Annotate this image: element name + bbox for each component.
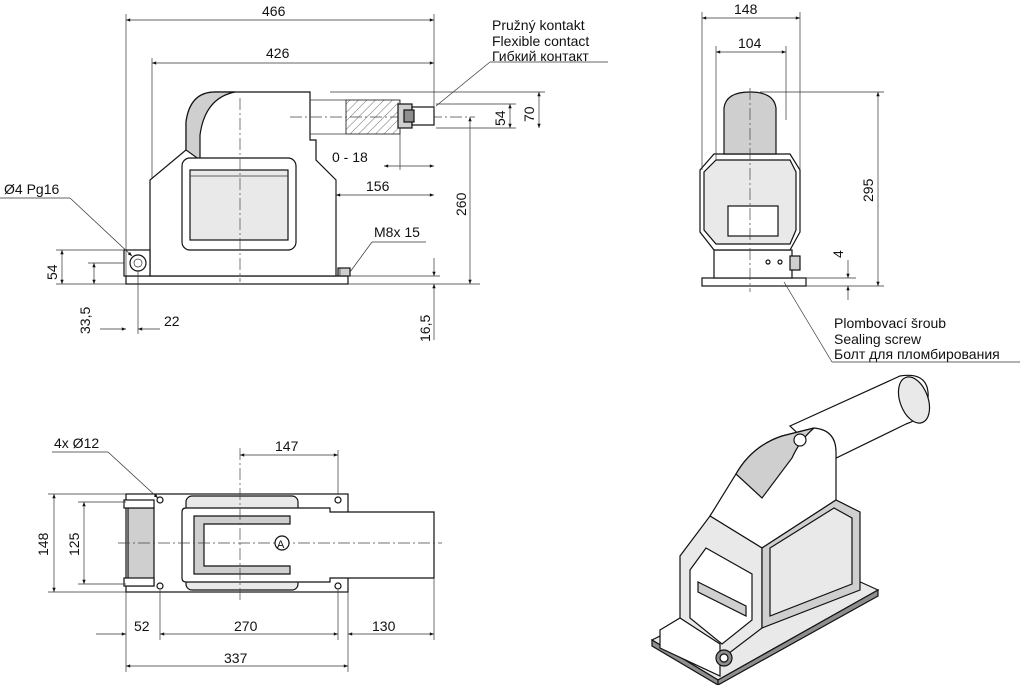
dim-270: 270	[234, 618, 258, 634]
label-holes: 4x Ø12	[54, 435, 99, 451]
sealing-screw-icon	[789, 255, 801, 271]
dim-148-side: 148	[734, 1, 758, 17]
dim-260: 260	[453, 192, 469, 216]
label-seal-ru: Болт для пломбирования	[834, 346, 1000, 362]
dim-125: 125	[66, 532, 82, 556]
dim-147: 147	[275, 438, 299, 454]
dim-33-5: 33,5	[77, 307, 93, 334]
label-m8-bolt: M8x 15	[374, 224, 420, 240]
dim-0-18: 0 - 18	[332, 149, 368, 165]
dim-337: 337	[224, 650, 248, 666]
front-head-shade	[185, 91, 236, 162]
label-contact-ru: Гибкий контакт	[492, 48, 589, 64]
dim-295: 295	[860, 178, 876, 202]
dim-16-5: 16,5	[417, 315, 433, 342]
mounting-hole-icon	[156, 496, 164, 504]
flexible-contact	[397, 103, 435, 129]
dim-148-top: 148	[35, 532, 51, 556]
marker-a-icon: A	[274, 535, 290, 551]
mounting-hole-icon	[334, 496, 342, 504]
dim-426: 426	[266, 45, 290, 61]
label-gland: Ø4 Pg16	[4, 181, 59, 197]
label-contact-en: Flexible contact	[492, 33, 589, 49]
dim-104: 104	[738, 35, 762, 51]
iso-gland-icon	[715, 649, 733, 667]
side-window	[727, 205, 779, 237]
isometric-view	[650, 374, 931, 685]
mounting-hole-icon	[334, 582, 342, 590]
cable-gland-icon	[123, 249, 151, 277]
front-base-plate	[125, 275, 349, 285]
dim-4: 4	[830, 250, 846, 258]
dim-70: 70	[521, 106, 537, 122]
dim-156: 156	[366, 178, 390, 194]
dim-52: 52	[134, 618, 150, 634]
side-view: 148 104 295 4 Plombovací šroub Sealing s…	[699, 1, 1020, 363]
side-base-plate	[701, 277, 807, 287]
m8-bolt-icon	[337, 267, 351, 277]
dim-22: 22	[164, 313, 180, 329]
label-contact-cs: Pružný kontakt	[492, 17, 585, 33]
dim-466: 466	[262, 3, 286, 19]
svg-text:A: A	[277, 539, 285, 551]
top-gland-box	[127, 507, 155, 587]
dim-54-gland: 54	[44, 264, 60, 280]
front-view: 466 426 Pružný kontakt Flexible contact …	[0, 3, 608, 342]
front-window-inner	[189, 169, 289, 241]
dim-130: 130	[372, 618, 396, 634]
top-view: A 4x Ø12 147 148 125 52 270 130	[35, 435, 442, 672]
mounting-hole-icon	[156, 582, 164, 590]
label-seal-cs: Plombovací šroub	[834, 315, 946, 331]
label-seal-en: Sealing screw	[834, 331, 922, 347]
dim-54-contact: 54	[492, 110, 508, 126]
